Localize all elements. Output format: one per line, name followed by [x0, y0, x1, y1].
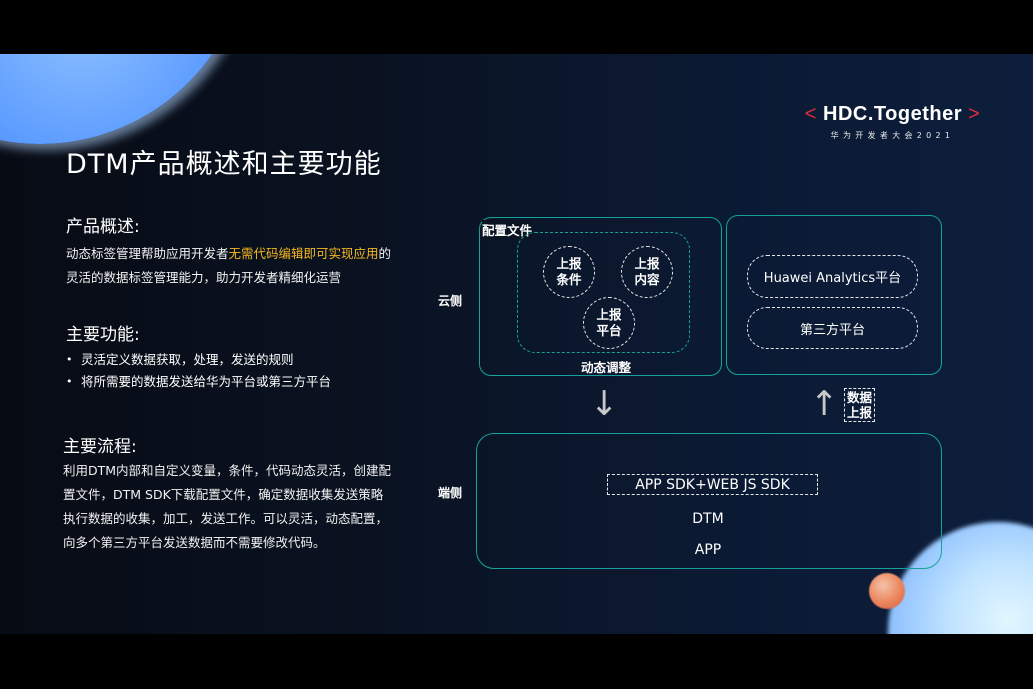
features-heading: 主要功能: — [66, 325, 140, 345]
feature-item: 灵活定义数据获取，处理，发送的规则 — [66, 349, 331, 371]
cloud-side-label: 云侧 — [438, 294, 463, 308]
circle-line2: 内容 — [634, 272, 660, 287]
circle-line2: 条件 — [556, 272, 582, 287]
dynamic-adjust-area — [517, 232, 690, 353]
process-line: 置文件，DTM SDK下载配置文件，确定数据收集发送策略 — [63, 487, 384, 502]
process-line: 利用DTM内部和自定义变量，条件，代码动态灵活，创建配 — [63, 463, 392, 478]
overview-text-line2: 灵活的数据标签管理能力，助力开发者精细化运营 — [66, 270, 342, 285]
device-box — [476, 433, 942, 569]
report-content-circle: 上报内容 — [621, 246, 673, 298]
slide: < HDC.Together > 华为开发者大会2021 DTM产品概述和主要功… — [0, 54, 1033, 634]
logo-bracket-right: > — [968, 103, 981, 125]
hdc-logo: < HDC.Together > 华为开发者大会2021 — [800, 103, 985, 141]
report-condition-circle: 上报条件 — [543, 246, 595, 298]
huawei-analytics-platform: Huawei Analytics平台 — [747, 255, 918, 298]
data-report-line2: 上报 — [847, 405, 873, 420]
sdk-box: APP SDK+WEB JS SDK — [607, 474, 818, 495]
dtm-label: DTM — [692, 511, 724, 527]
down-arrow-icon: ↓ — [590, 384, 619, 424]
circle-line2: 平台 — [596, 323, 622, 338]
circle-line1: 上报 — [556, 256, 582, 271]
overview-text: 动态标签管理帮助应用开发者无需代码编辑即可实现应用的 灵活的数据标签管理能力，助… — [66, 242, 426, 290]
data-report-line1: 数据 — [847, 390, 873, 405]
process-text: 利用DTM内部和自定义变量，条件，代码动态灵活，创建配 置文件，DTM SDK下… — [63, 459, 443, 555]
up-arrow-icon: ↑ — [810, 384, 839, 424]
config-file-box — [479, 217, 722, 376]
decorative-orange-sphere — [869, 573, 905, 609]
data-report-label: 数据上报 — [844, 388, 876, 422]
report-platform-circle: 上报平台 — [583, 297, 635, 349]
logo-brand: HDC.Together — [823, 103, 962, 125]
overview-text-highlight: 无需代码编辑即可实现应用 — [228, 246, 379, 261]
third-party-platform: 第三方平台 — [747, 307, 918, 349]
overview-heading: 产品概述: — [66, 217, 140, 237]
feature-item: 将所需要的数据发送给华为平台或第三方平台 — [66, 371, 331, 393]
decorative-blue-sphere-top — [0, 54, 250, 144]
overview-text-before: 动态标签管理帮助应用开发者 — [66, 246, 229, 261]
platforms-box — [726, 215, 942, 375]
logo-subtitle: 华为开发者大会2021 — [830, 131, 955, 140]
process-line: 向多个第三方平台发送数据而不需要修改代码。 — [63, 535, 326, 550]
dynamic-adjust-label: 动态调整 — [581, 360, 632, 375]
config-file-title: 配置文件 — [482, 220, 533, 239]
logo-bracket-left: < — [804, 103, 817, 125]
circle-line1: 上报 — [596, 307, 622, 322]
process-line: 执行数据的收集，加工，发送工作。可以灵活，动态配置， — [63, 511, 389, 526]
features-list: 灵活定义数据获取，处理，发送的规则 将所需要的数据发送给华为平台或第三方平台 — [66, 349, 331, 393]
page-title: DTM产品概述和主要功能 — [66, 149, 382, 180]
overview-text-after: 的 — [378, 246, 392, 261]
process-heading: 主要流程: — [63, 437, 137, 457]
device-side-label: 端侧 — [438, 486, 463, 500]
circle-line1: 上报 — [634, 256, 660, 271]
app-label: APP — [694, 542, 722, 558]
